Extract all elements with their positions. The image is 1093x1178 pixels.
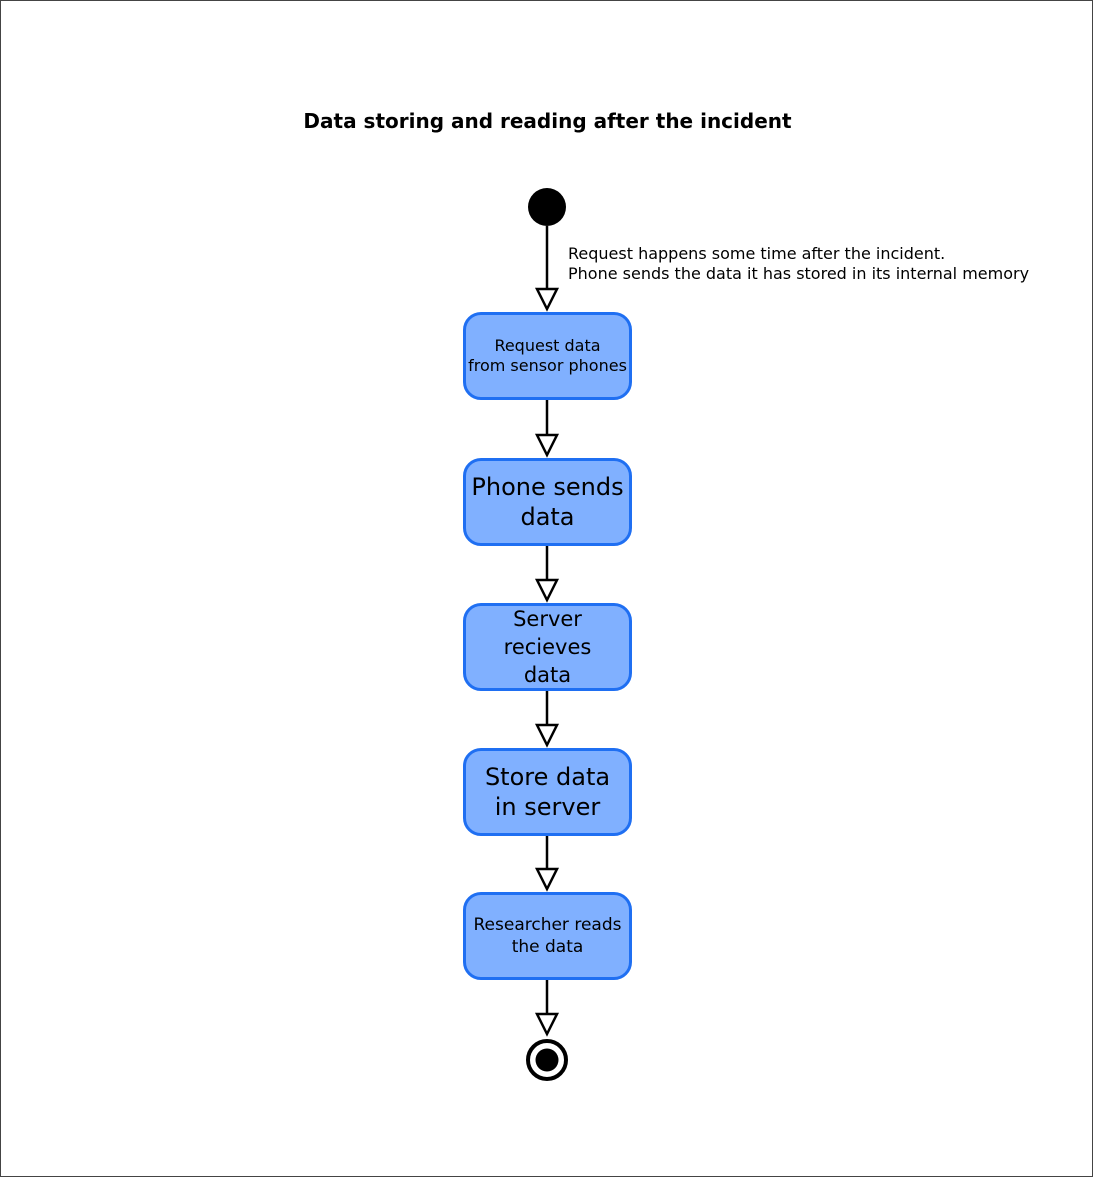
edge-phone-to-server bbox=[534, 546, 560, 603]
edge-researcher-to-final bbox=[534, 980, 560, 1037]
node-server-receives-data[interactable]: Server recieves data bbox=[463, 603, 632, 691]
node-request-data[interactable]: Request data from sensor phones bbox=[463, 312, 632, 400]
edge-store-to-researcher bbox=[534, 836, 560, 892]
request-note: Request happens some time after the inci… bbox=[568, 244, 1030, 283]
node-phone-sends-data[interactable]: Phone sends data bbox=[463, 458, 632, 546]
node-store-data[interactable]: Store data in server bbox=[463, 748, 632, 836]
edge-request-to-phone-sends bbox=[534, 400, 560, 458]
initial-node bbox=[528, 188, 566, 226]
edge-initial-to-request bbox=[534, 226, 560, 312]
diagram-title: Data storing and reading after the incid… bbox=[303, 109, 792, 133]
node-researcher-reads-data[interactable]: Researcher reads the data bbox=[463, 892, 632, 980]
edge-server-to-store bbox=[534, 691, 560, 748]
final-node bbox=[526, 1039, 568, 1081]
